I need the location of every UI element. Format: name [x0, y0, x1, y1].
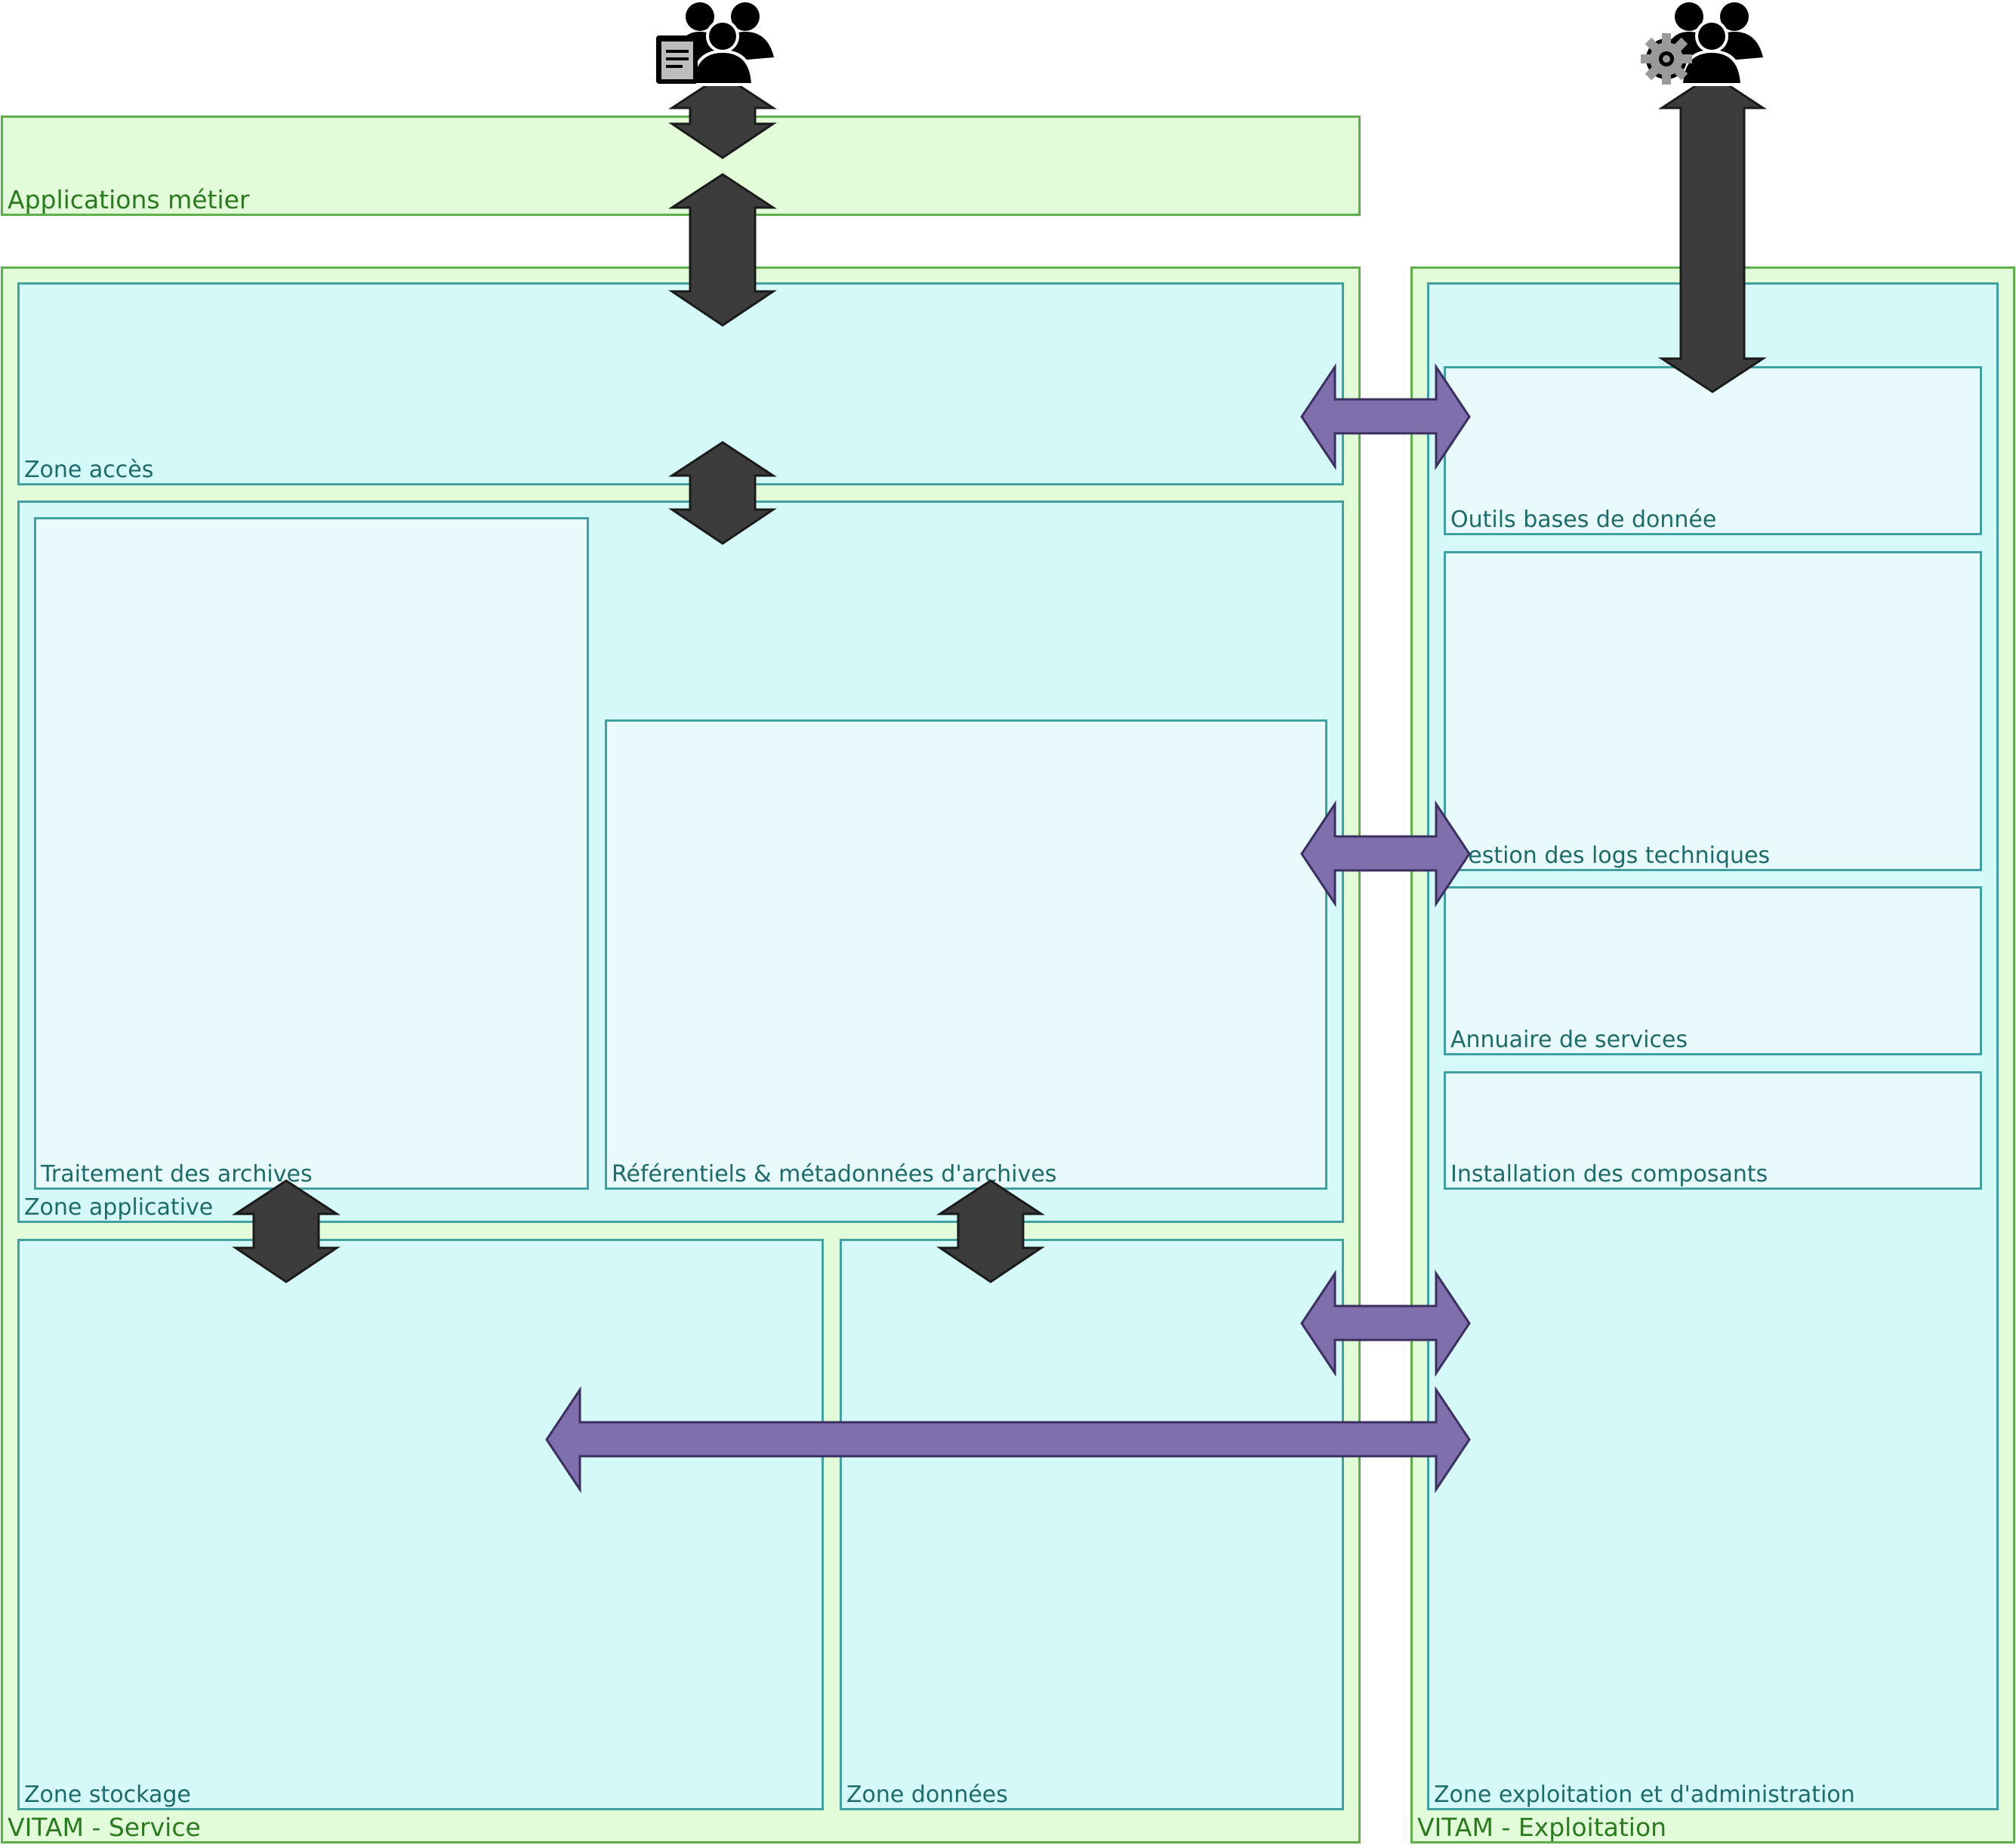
- users-document-icon: [656, 2, 774, 86]
- referentiels-box: Référentiels & métadonnées d'archives: [605, 719, 1327, 1190]
- outils-bdd-box: Outils bases de donnée: [1444, 366, 1982, 535]
- arrow-apps-to-acces: [667, 173, 778, 327]
- zone-applicative-label: Zone applicative: [24, 1194, 214, 1221]
- installation-label: Installation des composants: [1450, 1161, 1768, 1187]
- annuaire-box: Annuaire de services: [1444, 886, 1982, 1055]
- gestion-logs-box: Gestion des logs techniques: [1444, 551, 1982, 871]
- zone-stockage-box: Zone stockage: [17, 1239, 824, 1810]
- zone-donnees-label: Zone données: [846, 1782, 1008, 1808]
- arrow-users-to-apps: [667, 73, 778, 159]
- referentiels-label: Référentiels & métadonnées d'archives: [612, 1161, 1057, 1187]
- applications-metier-box: Applications métier: [1, 116, 1361, 216]
- gestion-logs-label: Gestion des logs techniques: [1450, 842, 1771, 869]
- arrow-acces-to-exploitation: [1300, 363, 1471, 470]
- arrow-applicative-to-exploitation: [1300, 800, 1471, 907]
- zone-donnees-box: Zone données: [840, 1239, 1344, 1810]
- arrow-traitement-to-stockage: [231, 1179, 341, 1283]
- arrow-ops-users-to-outils: [1657, 73, 1768, 393]
- arrow-stockage-to-exploitation: [545, 1386, 1471, 1493]
- arrow-acces-to-applicative: [667, 441, 778, 545]
- installation-box: Installation des composants: [1444, 1071, 1982, 1190]
- arrow-referentiels-to-donnees: [936, 1179, 1046, 1283]
- zone-stockage-label: Zone stockage: [24, 1782, 191, 1808]
- vitam-exploitation-label: VITAM - Exploitation: [1417, 1813, 1667, 1842]
- zone-exploitation-label: Zone exploitation et d'administration: [1434, 1782, 1855, 1808]
- zone-acces-label: Zone accès: [24, 457, 154, 483]
- users-gear-icon: [1641, 2, 1763, 86]
- applications-metier-label: Applications métier: [8, 185, 250, 214]
- traitement-archives-box: Traitement des archives: [34, 517, 589, 1190]
- annuaire-label: Annuaire de services: [1450, 1027, 1688, 1053]
- traitement-archives-label: Traitement des archives: [41, 1161, 313, 1187]
- zone-acces-box: Zone accès: [17, 282, 1344, 485]
- vitam-service-label: VITAM - Service: [8, 1813, 201, 1842]
- arrow-donnees-to-exploitation: [1300, 1270, 1471, 1377]
- outils-bdd-label: Outils bases de donnée: [1450, 507, 1717, 533]
